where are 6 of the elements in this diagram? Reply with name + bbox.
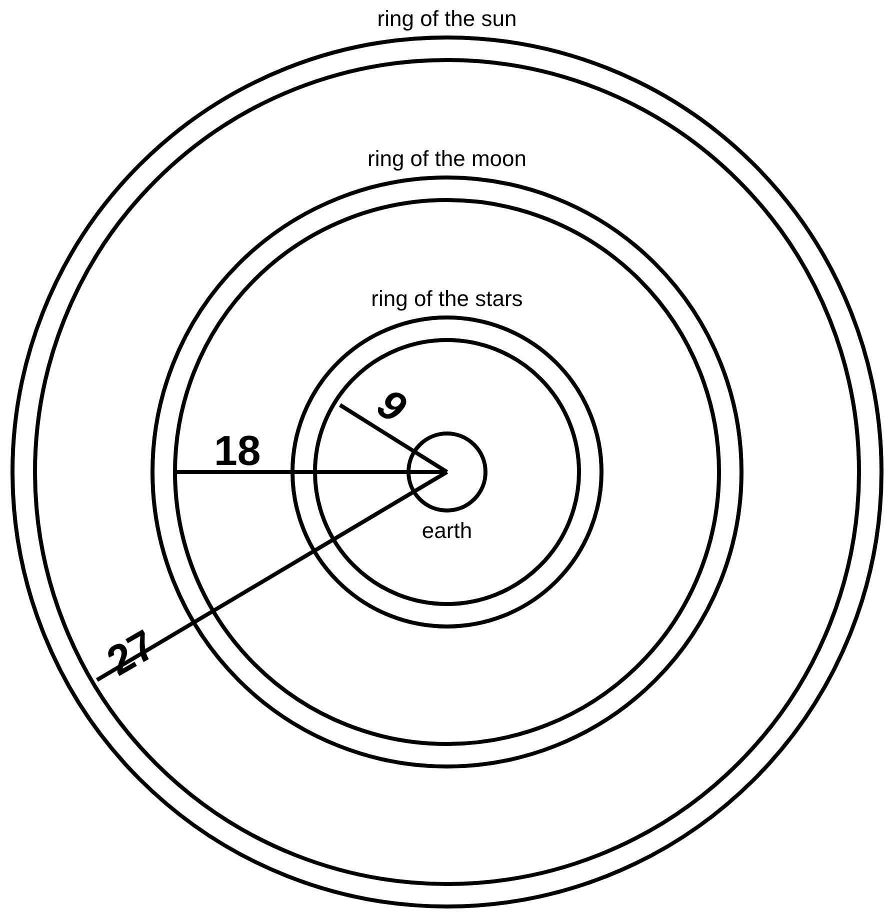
ring-label: earth bbox=[422, 518, 472, 543]
ring-label: ring of the sun bbox=[377, 6, 517, 31]
dimension-label: 9 bbox=[370, 382, 413, 430]
ring-label: ring of the stars bbox=[371, 286, 523, 311]
dimension-label: 18 bbox=[214, 430, 261, 472]
ring-label: ring of the moon bbox=[368, 146, 526, 171]
